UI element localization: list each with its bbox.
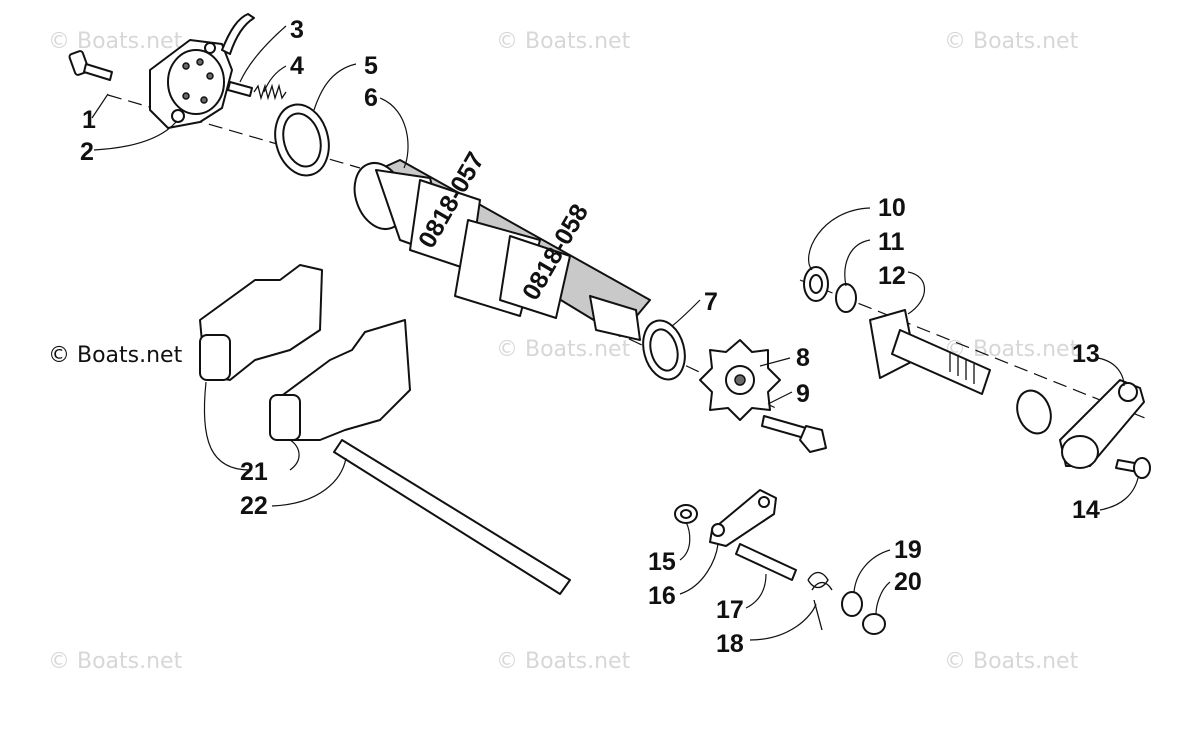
callout-20: 20: [894, 568, 922, 596]
callout-5: 5: [364, 52, 378, 80]
callout-9: 9: [796, 380, 810, 408]
part-screw-1: [68, 50, 113, 81]
part-shift-shaft-12: [869, 309, 991, 395]
callout-2: 2: [80, 138, 94, 166]
part-washer-10: [803, 266, 829, 302]
part-bolt-14: [1115, 457, 1151, 479]
callout-10: 10: [878, 194, 906, 222]
callout-1: 1: [82, 106, 96, 134]
watermark-bottom-left: © Boats.net: [48, 649, 183, 674]
watermark-top-right: © Boats.net: [944, 29, 1079, 54]
callout-15: 15: [648, 548, 676, 576]
callout-14: 14: [1072, 496, 1100, 524]
part-shift-arm-13: [1059, 379, 1145, 469]
part-plate-16: [709, 489, 777, 547]
part-fork-shaft-22: [333, 439, 571, 595]
callout-13: 13: [1072, 340, 1100, 368]
part-shift-fork-21: [199, 264, 411, 441]
part-star-cam-8: [699, 339, 781, 421]
callout-4: 4: [290, 52, 304, 80]
callout-12: 12: [878, 262, 906, 290]
part-clip-11: [835, 283, 857, 313]
callout-7: 7: [704, 288, 718, 316]
part-spring-18: [807, 571, 833, 631]
watermarks: © Boats.net © Boats.net © Boats.net © Bo…: [48, 29, 1079, 674]
part-washer-5: [274, 103, 330, 177]
callout-3: 3: [290, 16, 304, 44]
watermark-bottom-center: © Boats.net: [496, 649, 631, 674]
callouts: 1 2 3 4 5 6 7 8 9 10 11 12 13 14 15 16 1…: [80, 16, 1100, 658]
callout-16: 16: [648, 582, 676, 610]
part-nut-20: [862, 613, 886, 635]
callout-18: 18: [716, 630, 744, 658]
callout-8: 8: [796, 344, 810, 372]
callout-17: 17: [716, 596, 744, 624]
callout-22: 22: [240, 492, 268, 520]
watermark-top-center: © Boats.net: [496, 29, 631, 54]
callout-6: 6: [364, 84, 378, 112]
part-seal: [1016, 389, 1052, 435]
watermark-bottom-right: © Boats.net: [944, 649, 1079, 674]
part-spring-4: [253, 83, 287, 101]
part-sensor-2: [149, 13, 255, 129]
watermark-mid-center: © Boats.net: [496, 337, 631, 362]
part-washer-15: [674, 504, 698, 524]
part-shift-drum-6: 0818-057 0818-058: [353, 147, 651, 341]
watermark-mid-left: © Boats.net: [48, 343, 183, 368]
part-pin-17: [735, 543, 797, 581]
leader-lines: [91, 25, 1139, 641]
part-washer-7: [642, 319, 686, 381]
callout-21: 21: [240, 458, 268, 486]
watermark-top-left: © Boats.net: [48, 29, 183, 54]
callout-11: 11: [878, 228, 905, 256]
part-pin-3: [227, 81, 253, 97]
assembly-axes: [107, 94, 1151, 421]
callout-19: 19: [894, 536, 922, 564]
part-washer-19: [841, 591, 863, 617]
watermark-mid-right: © Boats.net: [944, 337, 1079, 362]
part-bolt-9: [761, 415, 827, 453]
